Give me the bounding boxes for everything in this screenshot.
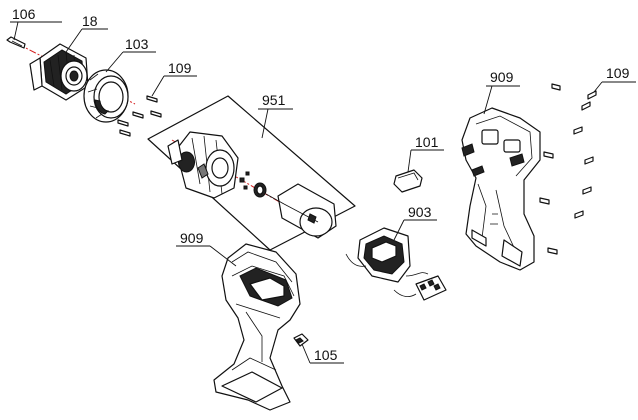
callout-909-top: 909 <box>483 69 520 115</box>
dc-motor <box>265 183 337 239</box>
callout-label: 909 <box>180 230 204 246</box>
callout-label: 101 <box>415 134 439 150</box>
callout-label: 109 <box>168 60 192 76</box>
callout-903: 903 <box>393 204 437 241</box>
callout-109-right: 109 <box>593 65 636 93</box>
housing-screws-right <box>539 83 597 255</box>
callout-909-bottom: 909 <box>176 230 237 267</box>
callout-label: 106 <box>12 6 36 22</box>
part-105 <box>293 333 309 347</box>
pins-group-left <box>117 95 162 137</box>
callout-label: 909 <box>490 69 514 85</box>
latch-101 <box>393 169 423 193</box>
motor-spacer <box>239 171 267 198</box>
callout-101: 101 <box>407 134 444 173</box>
callout-109-left: 109 <box>151 60 197 97</box>
switch-903 <box>345 227 447 301</box>
chuck-ring-103 <box>83 69 129 123</box>
housing-half-909-left <box>213 243 301 411</box>
housing-half-909-right <box>461 107 541 271</box>
callout-label: 903 <box>408 204 432 220</box>
callout-label: 109 <box>606 65 630 81</box>
callout-18: 18 <box>65 13 108 53</box>
callout-951: 951 <box>258 92 293 139</box>
callout-label: 18 <box>82 13 98 29</box>
callout-105: 105 <box>301 343 344 364</box>
callout-103: 103 <box>105 36 156 73</box>
callout-label: 103 <box>125 36 149 52</box>
callout-label: 951 <box>262 92 286 108</box>
drill-chuck-18 <box>29 43 89 101</box>
motor-assembly-frame-951 <box>147 95 356 251</box>
callout-label: 105 <box>314 347 338 363</box>
callout-106: 106 <box>10 6 62 41</box>
gearbox <box>167 131 329 231</box>
